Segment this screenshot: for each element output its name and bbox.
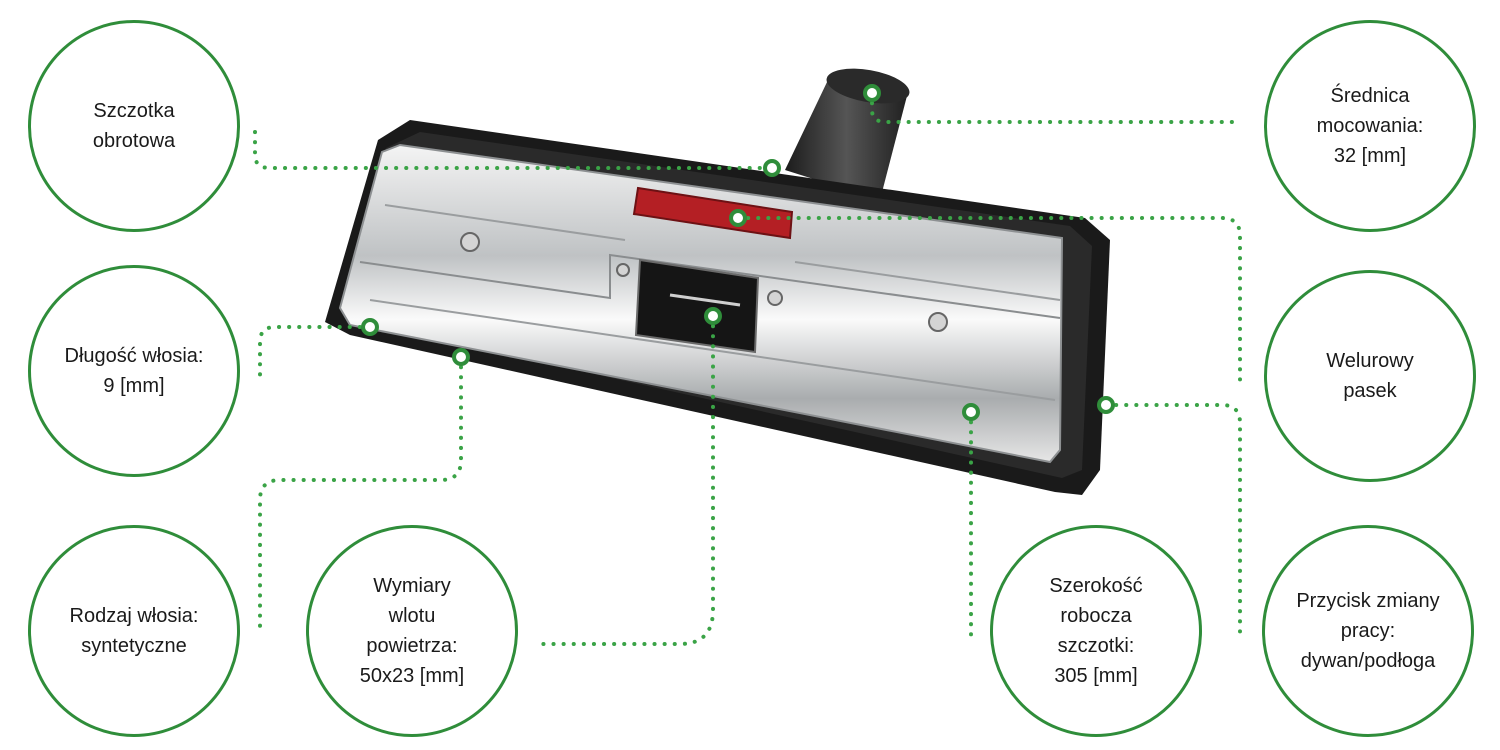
callout-label: Welurowy pasek (1326, 350, 1414, 402)
callout-label: Długość włosia: 9 [mm] (64, 345, 204, 397)
callout-label: Przycisk zmiany pracy: dywan/podłoga (1296, 590, 1440, 672)
callout-air-inlet: Wymiary wlotu powietrza: 50x23 [mm] (306, 525, 518, 737)
callout-label: Szerokość robocza szczotki: 305 [mm] (1049, 575, 1143, 687)
callout-velour-strip: Welurowy pasek (1264, 270, 1476, 482)
screw-icon (460, 232, 948, 332)
anchor-marker-icon (361, 84, 1115, 421)
callout-mount-diameter: Średnica mocowania: 32 [mm] (1264, 20, 1476, 232)
callout-working-width: Szerokość robocza szczotki: 305 [mm] (990, 525, 1202, 737)
air-inlet (634, 258, 760, 354)
velour-strip (632, 186, 794, 240)
callout-label: Rodzaj włosia: syntetyczne (69, 605, 199, 657)
callout-mode-switch: Przycisk zmiany pracy: dywan/podłoga (1262, 525, 1474, 737)
callout-label: Wymiary wlotu powietrza: 50x23 [mm] (359, 575, 465, 687)
callout-bristle-type: Rodzaj włosia: syntetyczne (28, 525, 240, 737)
callout-rotary-brush: Szczotka obrotowa (28, 20, 240, 232)
leader-lines (253, 91, 1242, 646)
callout-bristle-length: Długość włosia: 9 [mm] (28, 265, 240, 477)
callout-label: Średnica mocowania: 32 [mm] (1316, 85, 1424, 167)
callout-label: Szczotka obrotowa (92, 100, 176, 152)
